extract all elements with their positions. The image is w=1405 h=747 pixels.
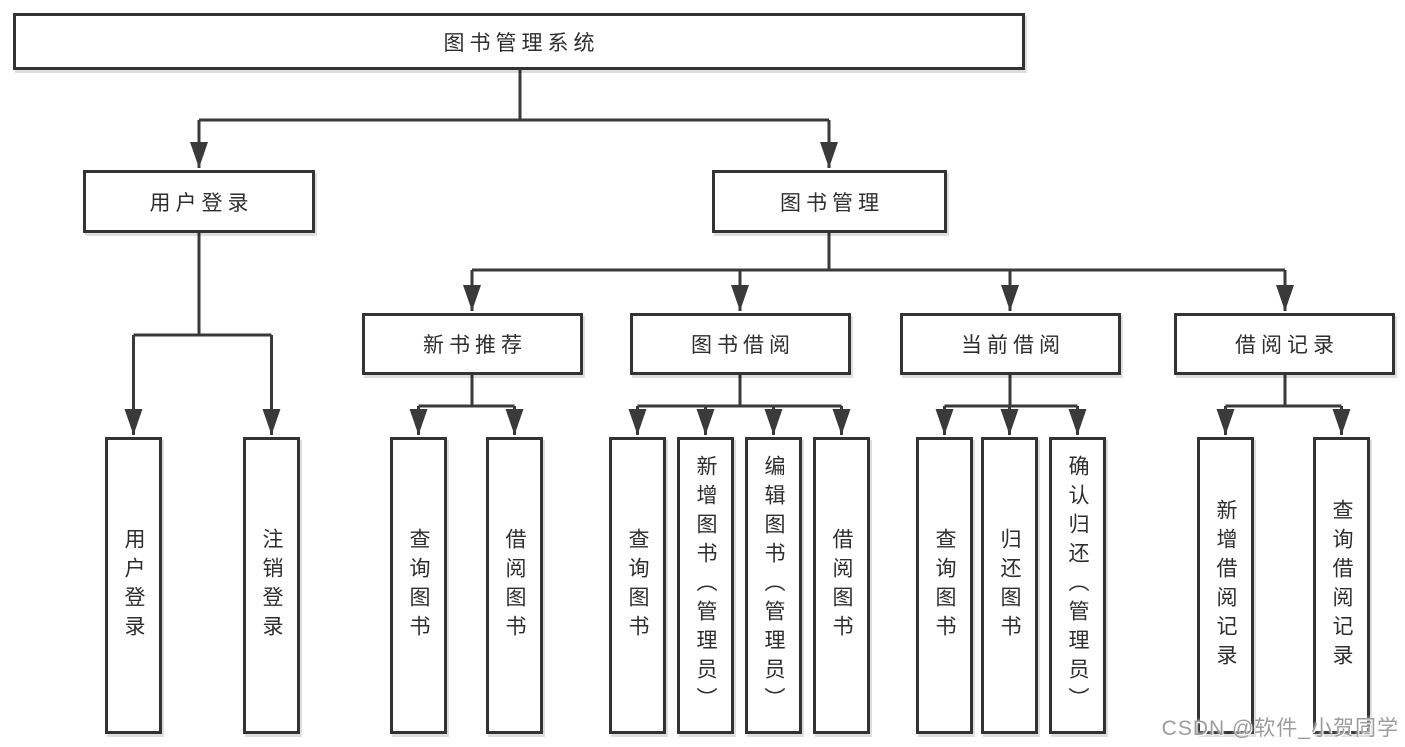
- leaf-confirm-return-admin: 确认归还（管理员）: [1049, 437, 1106, 734]
- node-library-system: 图书管理系统: [13, 13, 1025, 70]
- leaf-recommend-query-books: 查询图书: [390, 437, 447, 734]
- node-book-borrowing-label: 图书借阅: [691, 334, 795, 357]
- node-borrowing-records-label: 借阅记录: [1235, 334, 1339, 357]
- leaf-query-borrow-record-label: 查询借阅记录: [1330, 498, 1353, 673]
- leaf-add-borrow-record: 新增借阅记录: [1197, 437, 1254, 734]
- leaf-edit-book-admin: 编辑图书（管理员）: [745, 437, 802, 734]
- node-library-system-label: 图书管理系统: [443, 31, 600, 55]
- node-book-management-label: 图书管理: [780, 191, 884, 215]
- leaf-return-book: 归还图书: [981, 437, 1038, 734]
- node-new-book-recommend-label: 新书推荐: [423, 334, 527, 357]
- leaf-add-book-admin-label: 新增图书（管理员）: [694, 455, 717, 716]
- leaf-borrowing-query-books: 查询图书: [609, 437, 666, 734]
- leaf-borrowing-borrow-books-label: 借阅图书: [830, 527, 853, 644]
- leaf-user-login-label: 用户登录: [122, 527, 145, 644]
- node-user-login: 用户登录: [83, 170, 315, 233]
- leaf-logout: 注销登录: [243, 437, 300, 734]
- leaf-current-query-books: 查询图书: [916, 437, 973, 734]
- watermark-text: CSDN @软件_小贺同学: [1161, 717, 1399, 740]
- node-current-borrowing-label: 当前借阅: [961, 334, 1065, 357]
- leaf-user-login: 用户登录: [105, 437, 162, 734]
- leaf-borrowing-borrow-books: 借阅图书: [813, 437, 870, 734]
- leaf-add-book-admin: 新增图书（管理员）: [677, 437, 734, 734]
- node-borrowing-records: 借阅记录: [1174, 313, 1395, 375]
- node-book-borrowing: 图书借阅: [630, 313, 851, 375]
- leaf-current-query-books-label: 查询图书: [933, 527, 956, 644]
- leaf-recommend-borrow-books-label: 借阅图书: [503, 527, 526, 644]
- node-current-borrowing: 当前借阅: [900, 313, 1121, 375]
- leaf-return-book-label: 归还图书: [998, 527, 1021, 644]
- node-new-book-recommend: 新书推荐: [362, 313, 583, 375]
- leaf-confirm-return-admin-label: 确认归还（管理员）: [1066, 455, 1089, 716]
- leaf-recommend-borrow-books: 借阅图书: [486, 437, 543, 734]
- node-user-login-label: 用户登录: [149, 191, 254, 215]
- leaf-recommend-query-books-label: 查询图书: [407, 527, 430, 644]
- leaf-borrowing-query-books-label: 查询图书: [626, 527, 649, 644]
- node-book-management: 图书管理: [712, 170, 947, 233]
- leaf-add-borrow-record-label: 新增借阅记录: [1214, 498, 1237, 673]
- leaf-query-borrow-record: 查询借阅记录: [1313, 437, 1370, 734]
- leaf-logout-label: 注销登录: [260, 527, 283, 644]
- leaf-edit-book-admin-label: 编辑图书（管理员）: [762, 455, 785, 716]
